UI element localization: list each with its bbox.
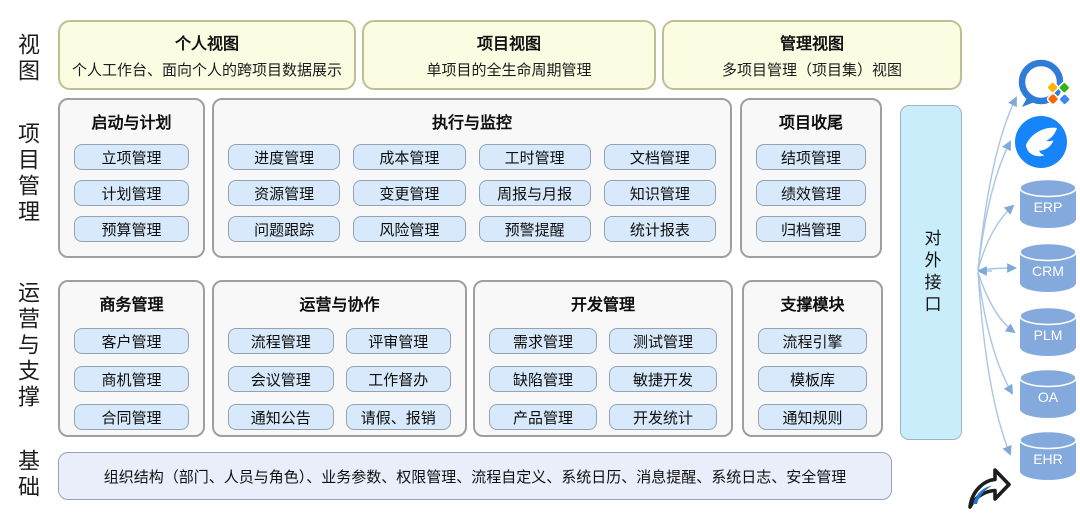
view-card-management: 管理视图 多项目管理（项目集）视图 xyxy=(662,20,962,90)
view-card-subtitle: 单项目的全生命周期管理 xyxy=(426,62,592,79)
module-chip: 开发统计 xyxy=(609,404,717,430)
system-label: PLM xyxy=(1034,327,1063,343)
module-chip: 问题跟踪 xyxy=(228,216,341,242)
crm-database-cylinder: CRM xyxy=(1019,242,1077,292)
module-chip: 模板库 xyxy=(758,366,867,392)
module-chip: 资源管理 xyxy=(228,180,341,206)
module-chip: 请假、报销 xyxy=(345,404,451,430)
group-title: 项目收尾 xyxy=(778,115,843,132)
module-chip: 会议管理 xyxy=(228,366,334,392)
module-chip: 变更管理 xyxy=(353,180,466,206)
external-interface-bar: 对外接口 xyxy=(900,105,962,440)
system-label: OA xyxy=(1038,389,1059,405)
group-business-mgmt: 商务管理 客户管理 商机管理 合同管理 xyxy=(58,280,205,437)
group-execution-monitoring: 执行与监控 进度管理 成本管理 工时管理 文档管理 资源管理 变更管理 周报与月… xyxy=(212,98,732,258)
group-title: 运营与协作 xyxy=(299,297,380,314)
module-chip: 评审管理 xyxy=(345,328,451,354)
module-chip: 流程引擎 xyxy=(758,328,867,354)
module-chip: 立项管理 xyxy=(74,144,189,170)
group-project-closing: 项目收尾 结项管理 绩效管理 归档管理 xyxy=(740,98,882,258)
share-arrow-icon xyxy=(968,468,1011,509)
external-interface-label: 对外接口 xyxy=(921,228,941,317)
module-chip: 通知规则 xyxy=(758,404,867,430)
system-label: CRM xyxy=(1032,263,1064,279)
view-card-subtitle: 个人工作台、面向个人的跨项目数据展示 xyxy=(71,62,342,79)
module-chip: 绩效管理 xyxy=(756,180,866,206)
module-chip: 风险管理 xyxy=(353,216,466,242)
group-title: 启动与计划 xyxy=(91,115,172,132)
module-chip: 归档管理 xyxy=(756,216,866,242)
module-chip: 文档管理 xyxy=(603,144,716,170)
view-card-title: 项目视图 xyxy=(476,36,541,53)
plm-database-cylinder: PLM xyxy=(1019,306,1077,356)
module-chip: 缺陷管理 xyxy=(489,366,597,392)
module-chip: 产品管理 xyxy=(489,404,597,430)
module-chip: 敏捷开发 xyxy=(609,366,717,392)
view-card-title: 个人视图 xyxy=(174,36,239,53)
rail-label-ops-support: 运营与支撑 xyxy=(15,281,40,411)
module-chip: 知识管理 xyxy=(603,180,716,206)
group-title: 开发管理 xyxy=(570,297,635,314)
group-initiation-planning: 启动与计划 立项管理 计划管理 预算管理 xyxy=(58,98,205,258)
rail-label-project-mgmt: 项目管理 xyxy=(15,122,40,226)
view-card-project: 项目视图 单项目的全生命周期管理 xyxy=(362,20,656,90)
ehr-database-cylinder: EHR xyxy=(1019,430,1077,480)
dingtalk-icon xyxy=(1015,116,1067,168)
group-support-modules: 支撑模块 流程引擎 模板库 通知规则 xyxy=(742,280,883,437)
module-chip: 周报与月报 xyxy=(478,180,591,206)
view-card-title: 管理视图 xyxy=(779,36,844,53)
group-title: 支撑模块 xyxy=(780,297,845,314)
module-chip: 工时管理 xyxy=(478,144,591,170)
erp-database-cylinder: ERP xyxy=(1019,178,1077,228)
wecom-icon xyxy=(1018,59,1071,107)
module-chip: 需求管理 xyxy=(489,328,597,354)
module-chip: 流程管理 xyxy=(228,328,334,354)
module-chip: 合同管理 xyxy=(74,404,189,430)
system-label: ERP xyxy=(1034,199,1063,215)
group-operations-collaboration: 运营与协作 流程管理 评审管理 会议管理 工作督办 通知公告 请假、报销 xyxy=(212,280,467,437)
oa-database-cylinder: OA xyxy=(1019,368,1077,418)
rail-label-base: 基础 xyxy=(15,449,40,501)
module-chip: 计划管理 xyxy=(74,180,189,206)
view-card-personal: 个人视图 个人工作台、面向个人的跨项目数据展示 xyxy=(58,20,356,90)
group-title: 执行与监控 xyxy=(431,115,512,132)
module-chip: 客户管理 xyxy=(74,328,189,354)
module-chip: 结项管理 xyxy=(756,144,866,170)
module-chip: 工作督办 xyxy=(345,366,451,392)
group-title: 商务管理 xyxy=(99,297,164,314)
view-card-subtitle: 多项目管理（项目集）视图 xyxy=(721,62,902,79)
module-chip: 成本管理 xyxy=(353,144,466,170)
system-label: EHR xyxy=(1033,451,1063,467)
module-chip: 商机管理 xyxy=(74,366,189,392)
group-development-mgmt: 开发管理 需求管理 测试管理 缺陷管理 敏捷开发 产品管理 开发统计 xyxy=(473,280,733,437)
module-chip: 进度管理 xyxy=(228,144,341,170)
rail-label-views: 视图 xyxy=(15,33,40,85)
module-chip: 预警提醒 xyxy=(478,216,591,242)
base-platform-bar: 组织结构（部门、人员与角色）、业务参数、权限管理、流程自定义、系统日历、消息提醒… xyxy=(58,452,892,500)
module-chip: 通知公告 xyxy=(228,404,334,430)
module-chip: 测试管理 xyxy=(609,328,717,354)
module-chip: 统计报表 xyxy=(603,216,716,242)
module-chip: 预算管理 xyxy=(74,216,189,242)
